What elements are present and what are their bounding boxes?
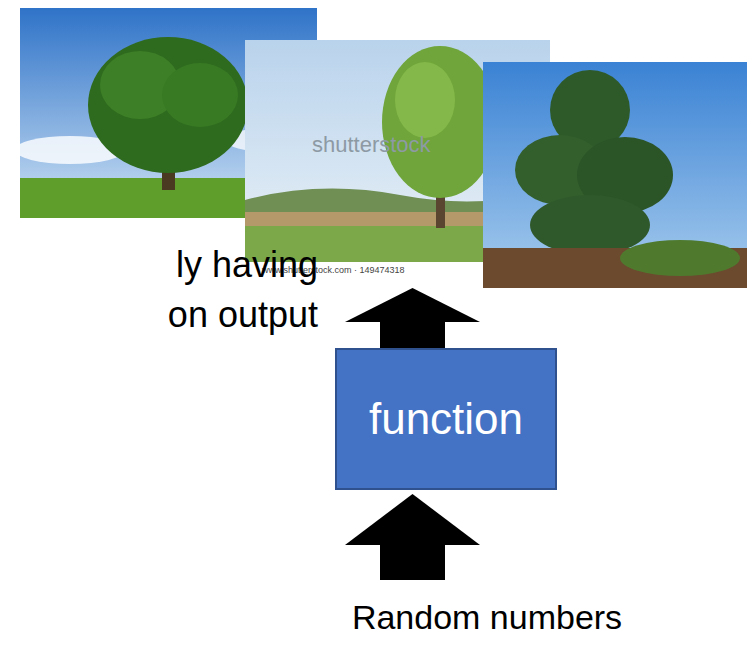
sky — [483, 62, 747, 288]
process-box: function — [335, 348, 557, 490]
bush — [620, 240, 740, 276]
block-arrow — [345, 288, 480, 348]
arrow-head — [345, 494, 480, 545]
block-arrow — [345, 494, 480, 580]
arrow-head — [345, 288, 480, 322]
arrow-shaft — [380, 544, 445, 580]
canopy — [395, 62, 455, 138]
watermark: shutterstock — [312, 132, 431, 158]
canopy — [162, 63, 238, 127]
tree-photo — [483, 62, 747, 288]
arrow-shaft — [380, 321, 445, 348]
slide-text: on output — [168, 293, 318, 336]
canopy — [382, 46, 498, 198]
input-label: Random numbers — [352, 597, 622, 638]
slide-text: ly having — [176, 243, 318, 286]
box-text: function — [369, 393, 523, 446]
canopy — [88, 37, 248, 173]
canopy — [530, 195, 650, 255]
